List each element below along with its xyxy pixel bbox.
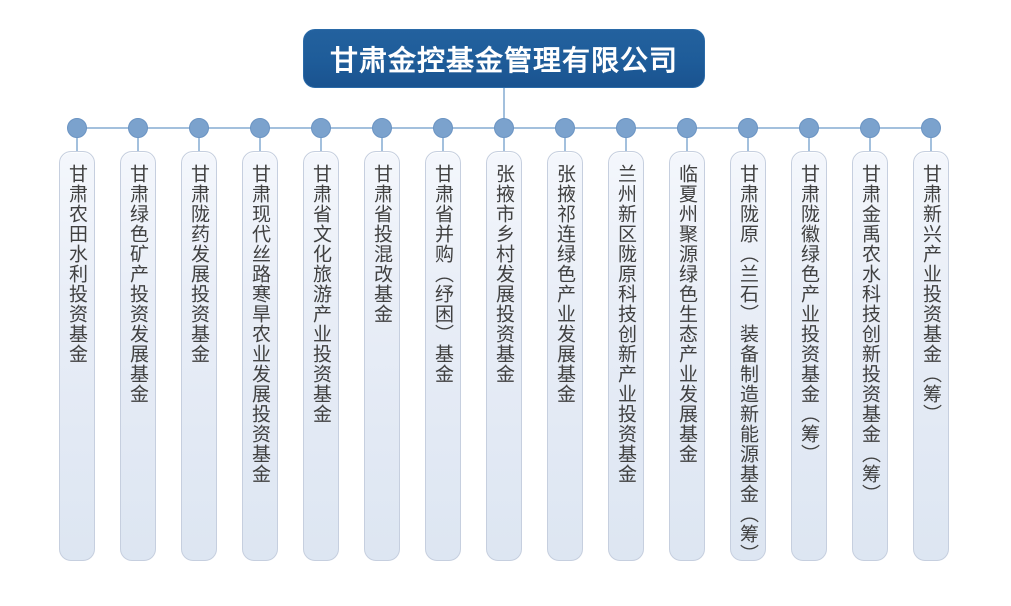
- connector-stub: [198, 138, 200, 151]
- fund-node: 张掖市乡村发展投资基金: [486, 118, 522, 561]
- fund-name: 甘肃农田水利投资基金: [66, 164, 88, 364]
- fund-name: 张掖市乡村发展投资基金: [493, 164, 515, 384]
- fund-node: 临夏州聚源绿色生态产业发展基金: [669, 118, 705, 561]
- connector-dot: [311, 118, 331, 138]
- fund-box: 甘肃绿色矿产投资发展基金: [120, 151, 156, 561]
- fund-node: 甘肃绿色矿产投资发展基金: [120, 118, 156, 561]
- fund-name: 临夏州聚源绿色生态产业发展基金: [676, 164, 698, 464]
- fund-node: 甘肃省投混改基金: [364, 118, 400, 561]
- connector-stub: [442, 138, 444, 151]
- fund-name: 甘肃现代丝路寒旱农业发展投资基金: [249, 164, 271, 484]
- connector-stub: [747, 138, 749, 151]
- connector-dot: [372, 118, 392, 138]
- fund-box: 甘肃陇徽绿色产业投资基金（筹）: [791, 151, 827, 561]
- fund-name: 甘肃绿色矿产投资发展基金: [127, 164, 149, 404]
- fund-box: 甘肃金禹农水科技创新投资基金（筹）: [852, 151, 888, 561]
- connector-dot: [677, 118, 697, 138]
- connector-dot: [494, 118, 514, 138]
- fund-name: 甘肃陇原（兰石）装备制造新能源基金（筹）: [737, 164, 759, 564]
- connector-dot: [799, 118, 819, 138]
- root-company-box: 甘肃金控基金管理有限公司: [303, 29, 705, 88]
- connector-stub: [137, 138, 139, 151]
- fund-name: 甘肃省并购（纾困）基金: [432, 164, 454, 384]
- fund-node: 甘肃农田水利投资基金: [59, 118, 95, 561]
- fund-node: 甘肃现代丝路寒旱农业发展投资基金: [242, 118, 278, 561]
- trunk-connector-line: [503, 88, 505, 128]
- connector-dot: [738, 118, 758, 138]
- connector-dot: [616, 118, 636, 138]
- fund-node: 甘肃新兴产业投资基金（筹）: [913, 118, 949, 561]
- connector-dot: [921, 118, 941, 138]
- connector-stub: [808, 138, 810, 151]
- connector-stub: [503, 138, 505, 151]
- fund-name: 甘肃新兴产业投资基金（筹）: [920, 164, 942, 424]
- fund-node: 甘肃陇徽绿色产业投资基金（筹）: [791, 118, 827, 561]
- fund-name: 张掖祁连绿色产业发展基金: [554, 164, 576, 404]
- connector-dot: [128, 118, 148, 138]
- fund-name: 甘肃陇徽绿色产业投资基金（筹）: [798, 164, 820, 464]
- connector-dot: [860, 118, 880, 138]
- fund-name: 甘肃省投混改基金: [371, 164, 393, 324]
- fund-box: 张掖祁连绿色产业发展基金: [547, 151, 583, 561]
- fund-box: 兰州新区陇原科技创新产业投资基金: [608, 151, 644, 561]
- fund-node: 兰州新区陇原科技创新产业投资基金: [608, 118, 644, 561]
- connector-stub: [320, 138, 322, 151]
- fund-node: 张掖祁连绿色产业发展基金: [547, 118, 583, 561]
- connector-dot: [555, 118, 575, 138]
- connector-stub: [564, 138, 566, 151]
- fund-box: 甘肃省投混改基金: [364, 151, 400, 561]
- connector-stub: [686, 138, 688, 151]
- connector-dot: [250, 118, 270, 138]
- fund-box: 甘肃省并购（纾困）基金: [425, 151, 461, 561]
- connector-stub: [869, 138, 871, 151]
- connector-dot: [67, 118, 87, 138]
- fund-name: 甘肃金禹农水科技创新投资基金（筹）: [859, 164, 881, 504]
- fund-nodes-row: 甘肃农田水利投资基金 甘肃绿色矿产投资发展基金 甘肃陇药发展投资基金 甘肃现代丝…: [59, 118, 949, 564]
- fund-node: 甘肃陇药发展投资基金: [181, 118, 217, 561]
- fund-box: 甘肃省文化旅游产业投资基金: [303, 151, 339, 561]
- fund-box: 临夏州聚源绿色生态产业发展基金: [669, 151, 705, 561]
- fund-box: 甘肃新兴产业投资基金（筹）: [913, 151, 949, 561]
- fund-node: 甘肃金禹农水科技创新投资基金（筹）: [852, 118, 888, 561]
- fund-name: 甘肃省文化旅游产业投资基金: [310, 164, 332, 424]
- connector-stub: [625, 138, 627, 151]
- fund-node: 甘肃省文化旅游产业投资基金: [303, 118, 339, 561]
- fund-box: 张掖市乡村发展投资基金: [486, 151, 522, 561]
- root-company-name: 甘肃金控基金管理有限公司: [329, 43, 678, 77]
- fund-node: 甘肃省并购（纾困）基金: [425, 118, 461, 561]
- connector-stub: [259, 138, 261, 151]
- fund-node: 甘肃陇原（兰石）装备制造新能源基金（筹）: [730, 118, 766, 564]
- connector-stub: [381, 138, 383, 151]
- fund-box: 甘肃陇药发展投资基金: [181, 151, 217, 561]
- connector-dot: [433, 118, 453, 138]
- fund-name: 甘肃陇药发展投资基金: [188, 164, 210, 364]
- fund-name: 兰州新区陇原科技创新产业投资基金: [615, 164, 637, 484]
- connector-dot: [189, 118, 209, 138]
- fund-box: 甘肃农田水利投资基金: [59, 151, 95, 561]
- connector-stub: [930, 138, 932, 151]
- connector-stub: [76, 138, 78, 151]
- fund-box: 甘肃陇原（兰石）装备制造新能源基金（筹）: [730, 151, 766, 564]
- fund-box: 甘肃现代丝路寒旱农业发展投资基金: [242, 151, 278, 561]
